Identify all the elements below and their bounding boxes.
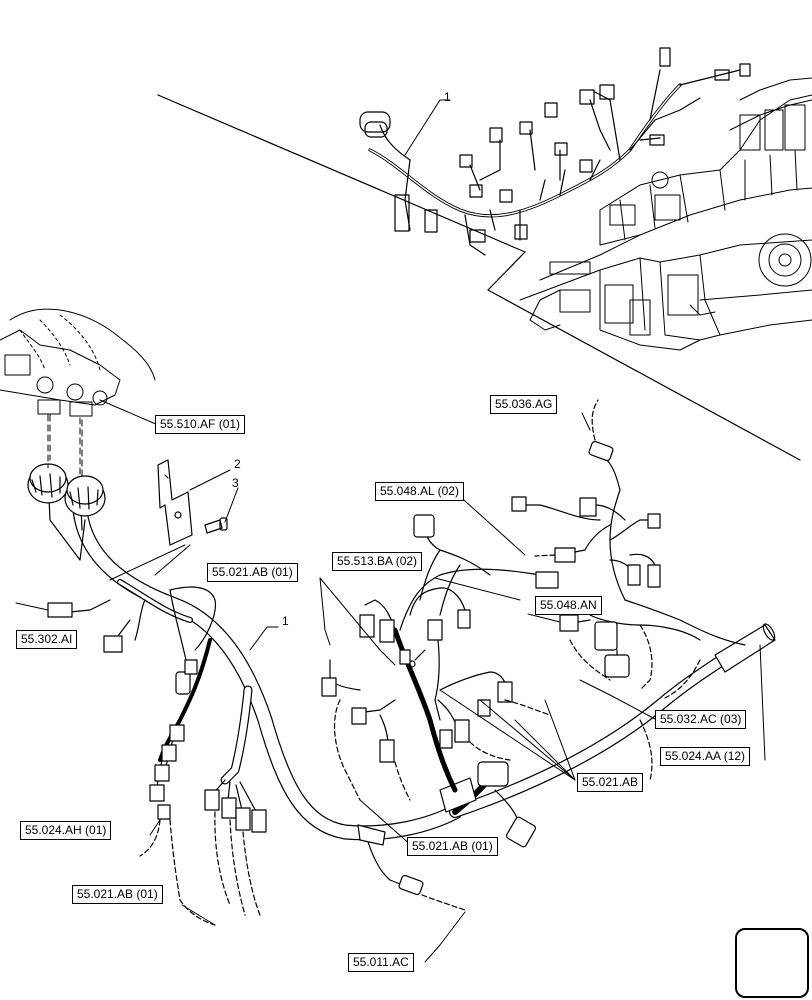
ref-55-513-ba-02[interactable]: 55.513.BA (02) [332, 552, 423, 571]
ref-55-048-al-02[interactable]: 55.048.AL (02) [375, 482, 464, 501]
callout-3-bolt: 3 [232, 476, 239, 490]
alignment-lines [47, 414, 83, 481]
main-harness [27, 399, 776, 926]
bracket-part [157, 459, 193, 546]
bolt-part [204, 517, 228, 534]
ref-55-048-an[interactable]: 55.048.AN [535, 596, 602, 615]
ref-55-024-ah-01[interactable]: 55.024.AH (01) [20, 821, 112, 840]
inset-divider [157, 94, 801, 461]
callout-2-bracket: 2 [234, 457, 241, 471]
ref-55-011-ac[interactable]: 55.011.AC [348, 953, 414, 972]
ref-55-302-ai[interactable]: 55.302.AI [16, 630, 78, 649]
round-connector-right [64, 475, 106, 517]
ref-55-032-ac-03[interactable]: 55.032.AC (03) [655, 710, 747, 729]
inset-harness [359, 47, 751, 256]
callout-1-inset: 1 [444, 90, 451, 104]
ref-55-021-ab[interactable]: 55.021.AB [577, 773, 644, 792]
round-connector-left [27, 463, 69, 504]
ref-55-021-ab-01-bottom[interactable]: 55.021.AB (01) [72, 885, 163, 904]
ref-55-510-af-01[interactable]: 55.510.AF (01) [155, 415, 246, 434]
ref-55-021-ab-01-mid[interactable]: 55.021.AB (01) [407, 837, 498, 856]
ref-55-021-ab-01-top[interactable]: 55.021.AB (01) [207, 563, 298, 582]
cab-floor-outline [0, 308, 156, 476]
tractor-engine-outline [519, 77, 812, 351]
next-page-button[interactable] [735, 928, 809, 998]
ref-55-024-aa-12[interactable]: 55.024.AA (12) [660, 747, 751, 766]
callout-1-harness: 1 [282, 614, 289, 628]
leader-lines [15, 99, 766, 963]
ref-55-036-ag[interactable]: 55.036.AG [490, 395, 558, 414]
